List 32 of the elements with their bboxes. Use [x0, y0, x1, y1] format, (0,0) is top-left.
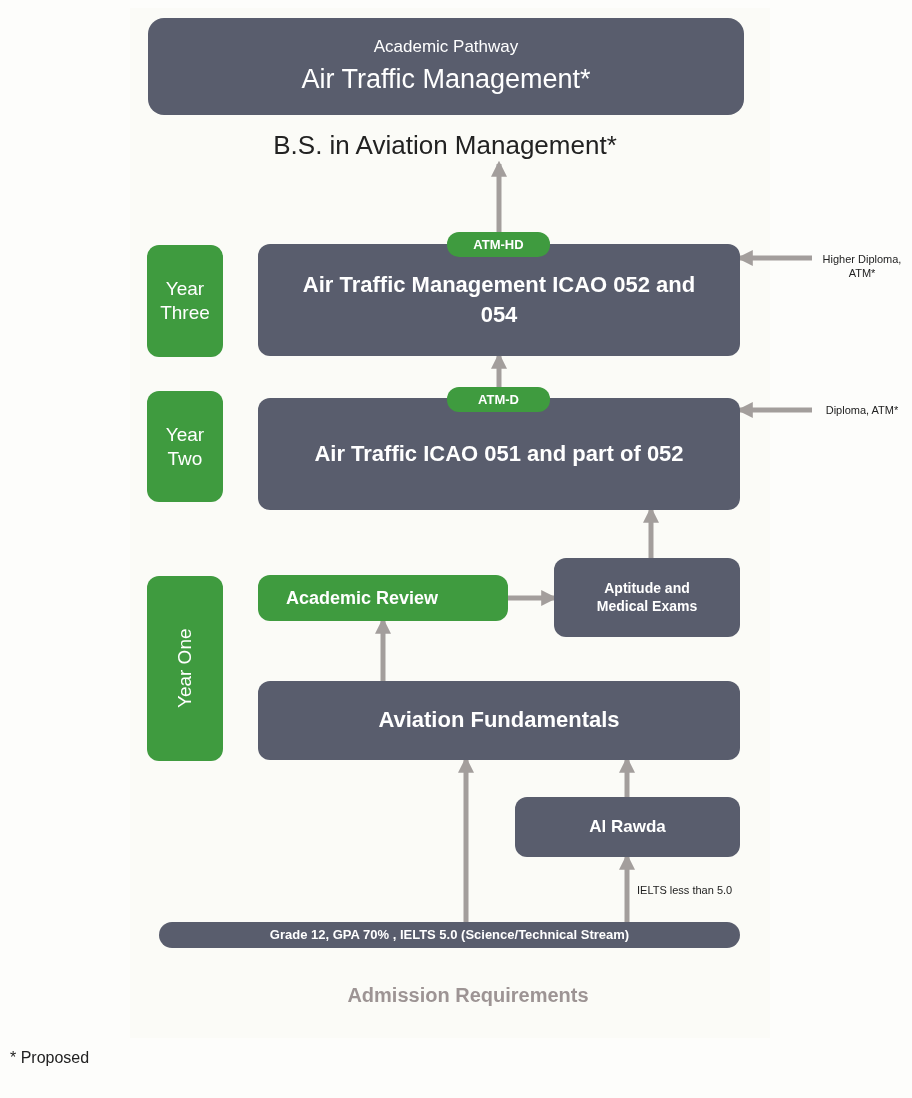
node-text: Air Traffic ICAO 051 and part of 052 — [314, 439, 684, 468]
section-caption: Admission Requirements — [346, 983, 590, 1008]
title-box — [148, 18, 744, 115]
node-text: Academic Review — [286, 586, 439, 610]
node-text: Al Rawda — [589, 816, 666, 839]
arrow — [491, 160, 507, 232]
exam-box — [554, 558, 740, 637]
node-text: ATM-D — [478, 390, 519, 409]
course-box — [258, 681, 740, 760]
node-text: Year Three — [159, 277, 211, 325]
node-text: Aviation Fundamentals — [378, 706, 620, 735]
node-text: Higher Diploma, ATM* — [821, 253, 903, 281]
node-text: ATM-HD — [473, 235, 524, 254]
node-text: Air Traffic Management ICAO 052 and 054 — [301, 270, 697, 329]
course-badge — [447, 232, 550, 257]
node-text: Air Traffic Management* — [301, 63, 591, 96]
edge-label: IELTS less than 5.0 — [637, 882, 733, 898]
node-text: Diploma, ATM* — [825, 404, 899, 418]
course-badge — [447, 387, 550, 412]
footnote: * Proposed — [10, 1048, 90, 1068]
node-text: Aptitude and Medical Exams — [595, 580, 699, 615]
year-tab — [147, 391, 223, 502]
node-text: Academic Pathway — [373, 35, 519, 58]
year-tab — [147, 576, 223, 761]
node-text: Year Two — [164, 422, 206, 471]
foundation-box — [515, 797, 740, 857]
node-text: B.S. in Aviation Management* — [273, 128, 617, 162]
requirements-bar — [159, 922, 740, 948]
node-text: Year One — [172, 628, 196, 709]
review-box — [258, 575, 508, 621]
node-text: Grade 12, GPA 70% , IELTS 5.0 (Science/Technical Stream) — [269, 926, 630, 945]
year-tab — [147, 245, 223, 357]
